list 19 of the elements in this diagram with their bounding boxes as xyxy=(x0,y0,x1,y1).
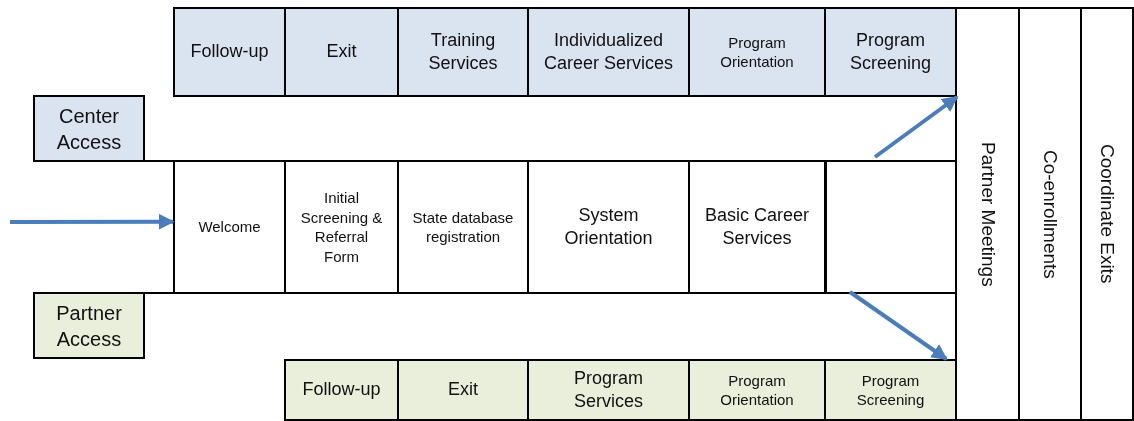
arrow xyxy=(10,213,175,230)
arrow xyxy=(873,95,959,159)
process-cell: Training Services xyxy=(397,7,529,97)
column-band: Co-enrollments xyxy=(1018,7,1082,421)
process-cell: Program Orientation xyxy=(688,359,826,421)
process-cell: Exit xyxy=(397,359,529,421)
process-cell: Individualized Career Services xyxy=(527,7,690,97)
process-cell: Program Screening xyxy=(824,359,957,421)
column-band: Partner Meetings xyxy=(955,7,1020,421)
arrow xyxy=(848,290,948,361)
process-cell: Program Screening xyxy=(824,7,957,97)
process-cell: Program Orientation xyxy=(688,7,826,97)
process-cell: Follow-up xyxy=(284,359,399,421)
column-band: Coordinate Exits xyxy=(1080,7,1134,421)
access-box: Center Access xyxy=(33,95,145,162)
process-cell: Follow-up xyxy=(173,7,286,97)
access-box: Partner Access xyxy=(33,292,145,359)
process-cell: Program Services xyxy=(527,359,690,421)
process-cell: Exit xyxy=(284,7,399,97)
